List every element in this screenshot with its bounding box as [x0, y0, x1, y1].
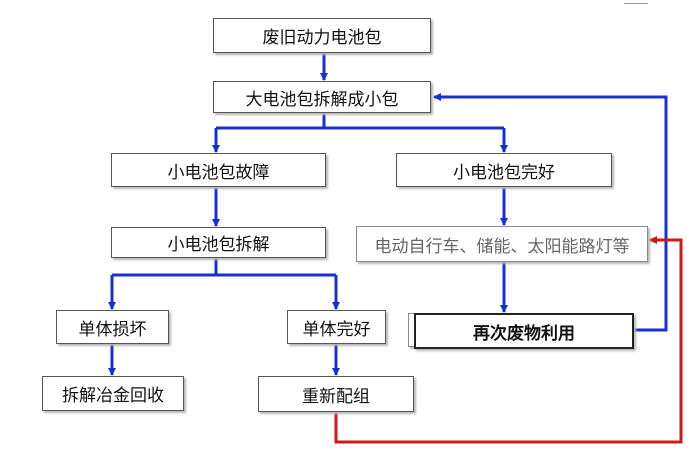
- node-cell-damaged: 单体损坏: [56, 310, 169, 344]
- node-small-disassemble: 小电池包拆解: [111, 227, 326, 258]
- split-small-disassemble-connector: [112, 257, 336, 277]
- corner-mark: [624, 0, 648, 4]
- loop-regroup-to-applications: [334, 236, 683, 444]
- node-regroup: 重新配组: [258, 376, 414, 412]
- node-disassemble-big: 大电池包拆解成小包: [213, 81, 431, 113]
- node-waste-pack: 废旧动力电池包: [213, 18, 431, 53]
- node-smelt-recycle: 拆解冶金回收: [42, 376, 184, 411]
- loop-reuse-to-disassemble: [433, 93, 668, 332]
- node-small-good: 小电池包完好: [396, 153, 612, 187]
- split-disassemble-connector: [216, 112, 504, 130]
- node-small-faulty: 小电池包故障: [111, 153, 326, 187]
- node-applications: 电动自行车、储能、太阳能路灯等: [356, 226, 648, 262]
- node-cell-good: 单体完好: [287, 310, 386, 344]
- node-reuse: 再次废物利用: [414, 313, 634, 349]
